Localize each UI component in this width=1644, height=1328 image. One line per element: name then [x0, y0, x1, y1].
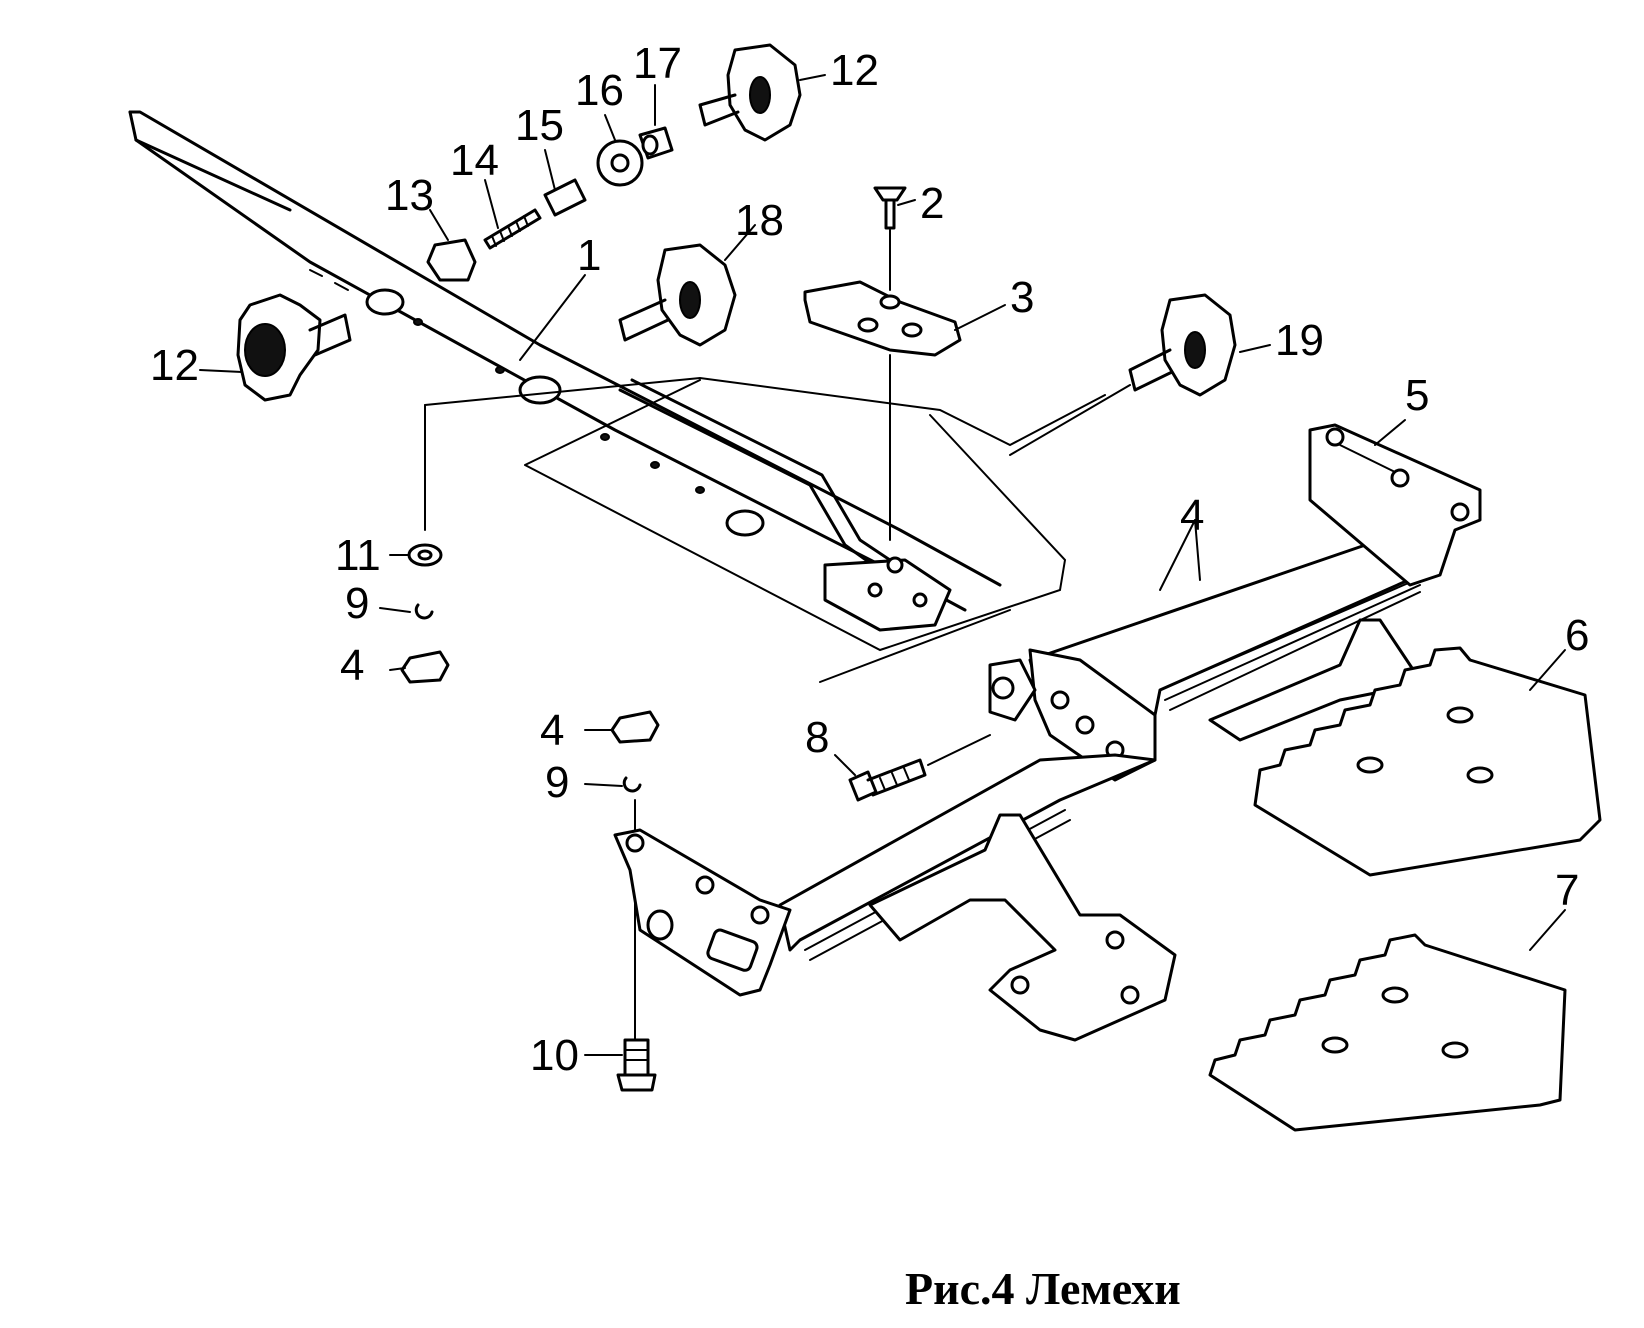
bolt-8 — [848, 734, 991, 802]
callout-5: 5 — [1405, 371, 1429, 420]
screw-2 — [873, 186, 907, 291]
callout-9-center: 9 — [545, 758, 569, 807]
callout-4-center: 4 — [540, 706, 564, 755]
tension-rod — [618, 378, 952, 632]
callout-19: 19 — [1275, 316, 1324, 365]
knob-12-top — [698, 43, 802, 142]
callout-10: 10 — [530, 1031, 579, 1080]
bar-holes — [309, 269, 765, 537]
callout-18: 18 — [735, 196, 784, 245]
plate-3 — [803, 280, 962, 541]
callout-4-nuts: 4 — [1180, 491, 1204, 540]
small-parts-row — [426, 126, 674, 282]
assembly-outline — [424, 376, 1106, 652]
share-blade-6 — [1253, 646, 1602, 877]
share-blade-7 — [1208, 933, 1567, 1132]
callout-15: 15 — [515, 101, 564, 150]
callout-13: 13 — [385, 171, 434, 220]
callout-17: 17 — [633, 39, 682, 88]
callout-12-top: 12 — [830, 46, 879, 95]
callout-2: 2 — [920, 179, 944, 228]
callout-7: 7 — [1555, 866, 1579, 915]
callout-14: 14 — [450, 136, 499, 185]
lower-brackets — [868, 618, 1422, 1042]
leader-lines — [199, 74, 1566, 1056]
callout-6: 6 — [1565, 611, 1589, 660]
figure-caption: Рис.4 Лемехи — [905, 1263, 1181, 1314]
knob-19 — [1009, 293, 1237, 456]
fasteners-left-column — [400, 543, 450, 684]
knob-18 — [618, 243, 737, 347]
main-frame — [613, 423, 1482, 997]
callout-1: 1 — [577, 231, 601, 280]
callout-16: 16 — [575, 66, 624, 115]
callout-11: 11 — [335, 531, 381, 580]
callout-9-left: 9 — [345, 579, 369, 628]
knob-12-left — [236, 293, 352, 402]
callout-4-left: 4 — [340, 641, 364, 690]
callout-labels: 1 2 3 4 4 4 5 6 7 8 9 9 10 11 12 12 13 1… — [150, 39, 1589, 1080]
callout-3: 3 — [1010, 273, 1034, 322]
callout-12-left: 12 — [150, 341, 199, 390]
callout-8: 8 — [805, 713, 829, 762]
